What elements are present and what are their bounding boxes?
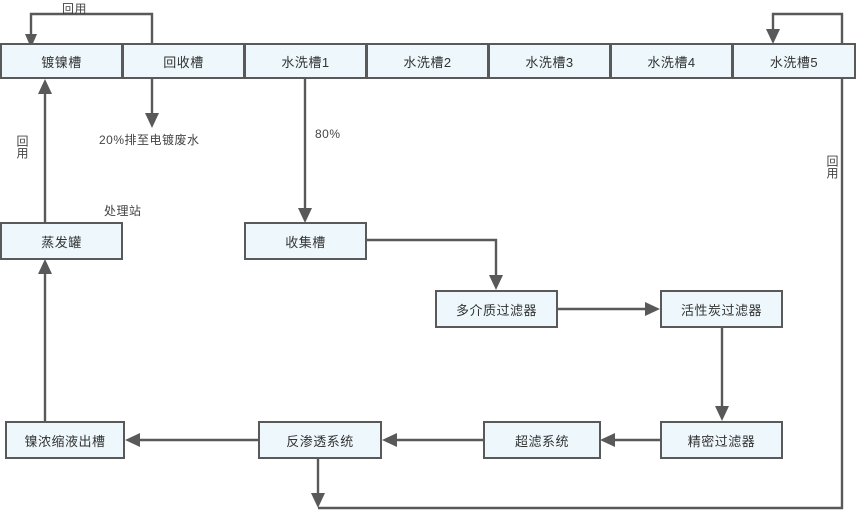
node-collection-tank-label: 收集槽 (285, 234, 326, 250)
node-multimedia-filter[interactable]: 多介质过滤器 (435, 290, 558, 328)
edge-recovery-discharge (145, 79, 159, 128)
node-reverse-osmosis-system[interactable]: 反渗透系统 (258, 421, 382, 459)
edge-label-discharge-20-percent: 20%排至电镀废水 (99, 133, 200, 147)
edge-label-flow-80-percent: 80% (315, 127, 341, 141)
node-reverse-osmosis-system-label: 反渗透系统 (286, 433, 354, 449)
node-activated-carbon-filter[interactable]: 活性炭过滤器 (660, 290, 783, 328)
edge-ro-to-nickel-outlet (125, 433, 258, 447)
edge-label-reuse-top: 回用 (62, 2, 88, 16)
node-ultrafiltration-system-label: 超滤系统 (514, 433, 569, 449)
edge-rinse1-to-collection (298, 79, 312, 223)
edge-precision-to-ultrafiltration (600, 433, 660, 447)
node-nickel-concentrate-outlet-label: 镍浓缩液出槽 (24, 433, 106, 449)
node-recovery-tank-label: 回收槽 (163, 54, 204, 70)
node-precision-filter-label: 精密过滤器 (687, 433, 756, 449)
edge-label-reuse-left: 回用 (15, 135, 29, 159)
node-rinse-tank-1-label: 水洗槽1 (281, 54, 330, 70)
node-nickel-concentrate-outlet[interactable]: 镍浓缩液出槽 (5, 421, 125, 459)
node-rinse-tank-4[interactable]: 水洗槽4 (610, 43, 733, 79)
node-evaporator-label: 蒸发罐 (41, 234, 82, 250)
node-rinse-tank-4-label: 水洗槽4 (647, 54, 696, 70)
node-activated-carbon-filter-label: 活性炭过滤器 (680, 302, 762, 318)
edge-collection-to-multimedia (366, 238, 503, 290)
node-rinse-tank-3-label: 水洗槽3 (525, 54, 574, 70)
node-rinse-tank-3[interactable]: 水洗槽3 (488, 43, 611, 79)
node-rinse-tank-5-label: 水洗槽5 (769, 54, 819, 70)
node-rinse-tank-5[interactable]: 水洗槽5 (732, 43, 856, 79)
node-recovery-tank[interactable]: 回收槽 (122, 43, 245, 79)
edge-nickel-outlet-to-evaporator (38, 259, 52, 421)
node-collection-tank[interactable]: 收集槽 (244, 222, 367, 260)
edge-label-reuse-right: 回用 (825, 155, 839, 179)
node-rinse-tank-2[interactable]: 水洗槽2 (366, 43, 489, 79)
node-plating-tank[interactable]: 镀镍槽 (0, 43, 123, 79)
node-ultrafiltration-system[interactable]: 超滤系统 (483, 421, 601, 459)
node-evaporator[interactable]: 蒸发罐 (0, 222, 123, 260)
node-multimedia-filter-label: 多介质过滤器 (455, 302, 537, 318)
node-plating-tank-label: 镀镍槽 (41, 54, 82, 70)
label-treatment-station: 处理站 (104, 204, 142, 218)
node-rinse-tank-2-label: 水洗槽2 (403, 54, 452, 70)
edge-multimedia-to-carbon (557, 302, 660, 316)
node-precision-filter[interactable]: 精密过滤器 (660, 421, 783, 459)
edge-carbon-to-precision (715, 328, 729, 421)
node-rinse-tank-1[interactable]: 水洗槽1 (244, 43, 367, 79)
edge-ultrafiltration-to-ro (382, 433, 483, 447)
edge-evaporator-to-plating (38, 79, 52, 222)
